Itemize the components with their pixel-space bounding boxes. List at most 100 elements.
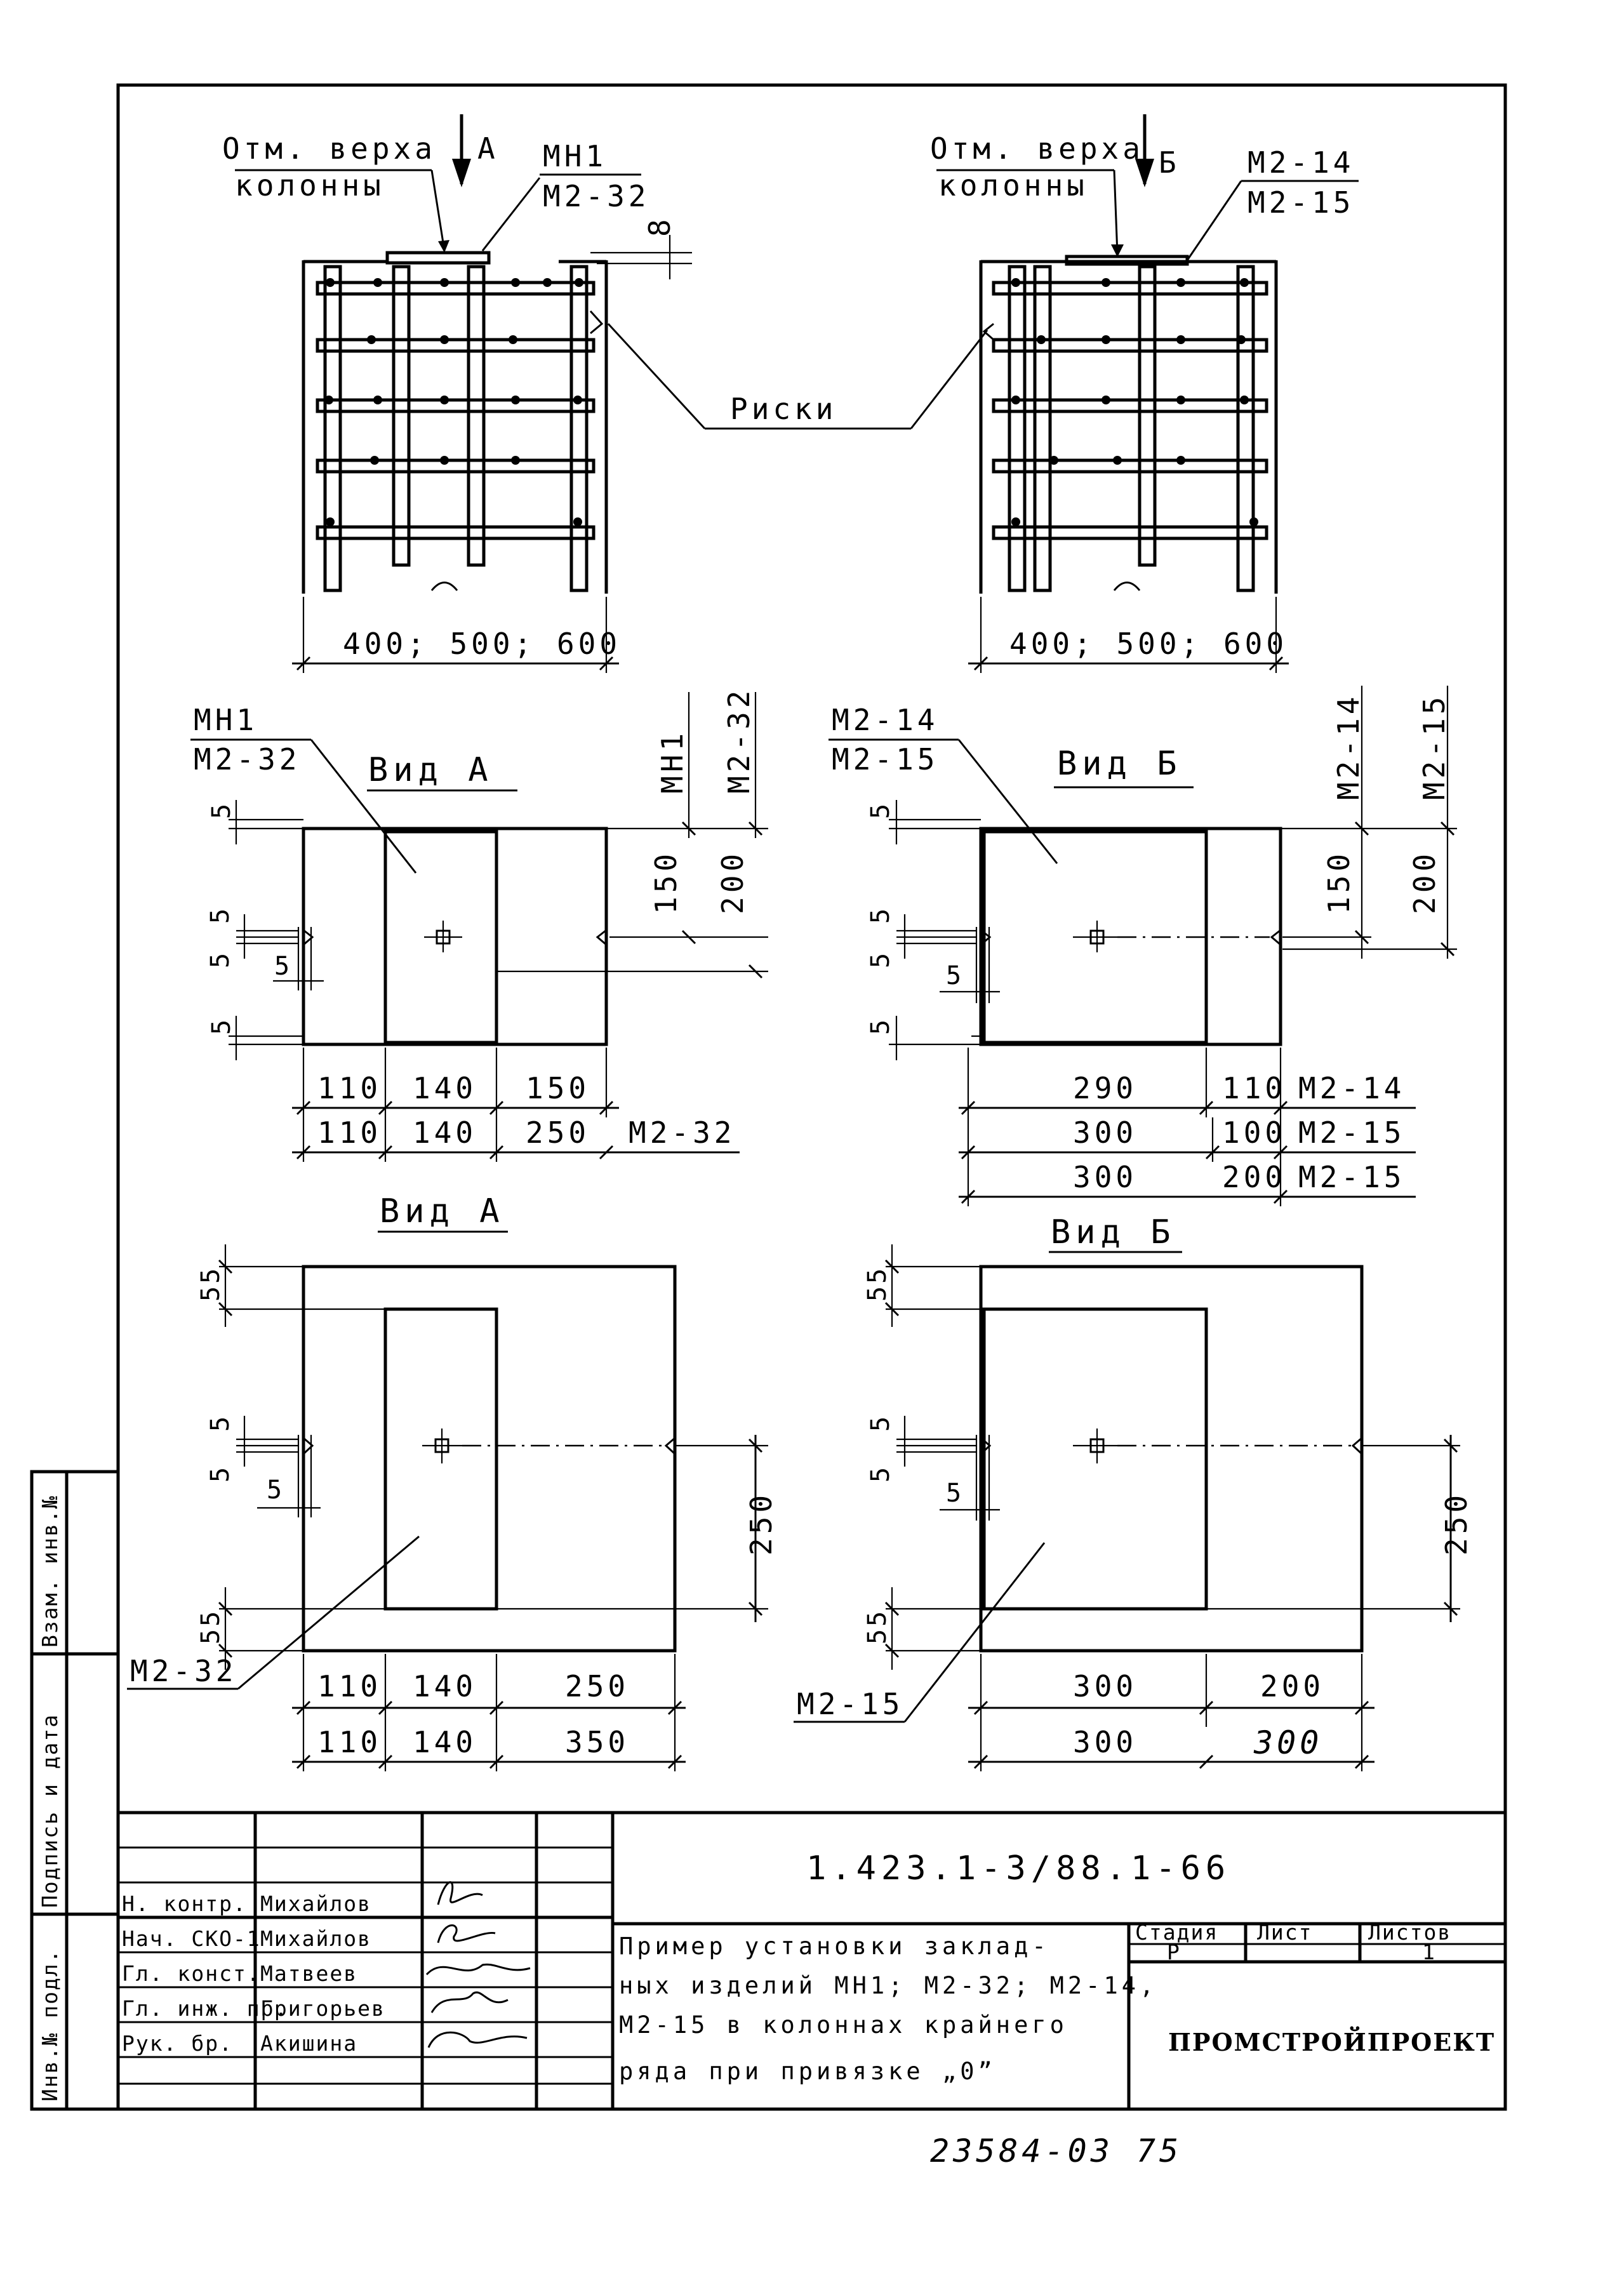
column-a-top-mark-label-2: колонны bbox=[235, 168, 385, 203]
view-b-bottom-dim-top-55: 55 bbox=[863, 1266, 892, 1302]
view-b-top-row3-1: 300 bbox=[1073, 1160, 1137, 1194]
view-b-top-small-dim-3: 5 bbox=[866, 950, 895, 968]
name-3: Матвеев bbox=[260, 1961, 357, 1986]
view-a-top-dim-200: 200 bbox=[715, 850, 750, 914]
view-a-bottom-row1-3: 250 bbox=[565, 1669, 629, 1703]
view-a-bottom-small-dim-3: 5 bbox=[267, 1475, 284, 1505]
column-a-item-1: МН1 bbox=[543, 139, 607, 173]
column-a-top-mark-label-1: Отм. верха bbox=[222, 131, 436, 166]
view-a-bottom-row2-3: 350 bbox=[565, 1725, 629, 1759]
view-b-top-item-2: М2-15 bbox=[832, 742, 938, 776]
view-a-top-col-label-1: МН1 bbox=[655, 729, 689, 794]
view-b-top-row2-1: 300 bbox=[1073, 1116, 1137, 1150]
desc-line-2: ных изделий МН1; М2-32; М2-14, bbox=[619, 1972, 1157, 1999]
view-b-bottom-row1-1: 300 bbox=[1073, 1669, 1137, 1703]
view-a-bottom-row1-1: 110 bbox=[317, 1669, 382, 1703]
side-stamp: Инв.№ подл. Подпись и дата Взам. инв.№ bbox=[30, 1470, 120, 2111]
view-b-top-small-dim-2: 5 bbox=[866, 906, 895, 924]
column-b-embedded-plate bbox=[1065, 255, 1189, 266]
header-sheets: Листов bbox=[1368, 1920, 1451, 1945]
view-b-top-small-dim-1: 5 bbox=[866, 801, 895, 819]
view-b-bottom-item: М2-15 bbox=[797, 1687, 903, 1721]
view-b-bottom-plate bbox=[982, 1307, 1208, 1611]
view-a-top-small-dim-4: 5 bbox=[274, 952, 292, 981]
view-b-bottom-row2-1: 300 bbox=[1073, 1725, 1137, 1759]
column-a-section: Отм. верха колонны А МН1 М2-32 8 bbox=[222, 114, 692, 673]
view-a-top-item-1: МН1 bbox=[194, 703, 258, 737]
view-b-top-dim-200: 200 bbox=[1408, 850, 1442, 914]
view-b-bottom-vert-dim: 250 bbox=[1439, 1491, 1474, 1555]
view-a-bottom-item: М2-32 bbox=[130, 1654, 237, 1688]
view-b-top-col-label-2: М2-15 bbox=[1417, 693, 1451, 800]
name-2: Михайлов bbox=[260, 1926, 371, 1951]
view-b-bottom-row2-2: 300 bbox=[1253, 1724, 1322, 1761]
view-b-top-dim-150: 150 bbox=[1322, 850, 1356, 914]
view-a-top-row2-2: 140 bbox=[413, 1116, 477, 1150]
view-a-top-plate bbox=[383, 830, 498, 1044]
header-sheet: Лист bbox=[1257, 1920, 1312, 1945]
view-b-bottom-row1-2: 200 bbox=[1260, 1669, 1324, 1703]
view-arrow-b-head-icon bbox=[1135, 159, 1154, 187]
view-a-top-row2-3: 250 bbox=[526, 1116, 590, 1150]
view-a-bottom-title: Вид А bbox=[380, 1192, 505, 1230]
column-b-top-mark-label-2: колонны bbox=[938, 168, 1088, 203]
view-b-bottom-title: Вид Б bbox=[1051, 1213, 1176, 1251]
view-a-bottom-row2-2: 140 bbox=[413, 1725, 477, 1759]
view-a-bottom-dim-bottom-55: 55 bbox=[196, 1609, 225, 1644]
view-a-bottom-plate bbox=[383, 1307, 498, 1611]
view-a-bottom-dim-top-55: 55 bbox=[196, 1266, 225, 1302]
view-b-bottom-small-dim-3: 5 bbox=[946, 1479, 964, 1508]
column-b-section: Отм. верха колонны Б М2-14 М2-15 bbox=[930, 114, 1359, 673]
view-a-top-row1-2: 140 bbox=[413, 1071, 477, 1105]
role-ruk-br: Рук. бр. bbox=[122, 2031, 233, 2056]
view-a-top-small-dim-2: 5 bbox=[206, 906, 235, 924]
stage-value: Р bbox=[1167, 1940, 1181, 1964]
view-b-top-small-dim-4: 5 bbox=[946, 961, 964, 990]
organization-name: ПРОМСТРОЙПРОЕКТ bbox=[1168, 2027, 1495, 2056]
view-arrow-a-head-icon bbox=[452, 159, 471, 187]
view-a-bottom-column-section bbox=[302, 1265, 677, 1653]
column-a-item-2: М2-32 bbox=[543, 179, 649, 213]
view-b-top-row1-label: М2-14 bbox=[1298, 1071, 1405, 1105]
doc-number: 1.423.1-3/88.1-66 bbox=[806, 1849, 1230, 1888]
view-a-top-small-dim-3: 5 bbox=[206, 950, 235, 968]
view-b-top-row1-2: 110 bbox=[1222, 1071, 1286, 1105]
role-n-kontr: Н. контр. bbox=[122, 1891, 247, 1916]
view-b-top-row1-1: 290 bbox=[1073, 1071, 1137, 1105]
view-a-top-small-dim-1: 5 bbox=[207, 801, 236, 819]
view-b-bottom-dim-bottom-55: 55 bbox=[863, 1609, 892, 1644]
desc-line-4: ряда при привязке „0” bbox=[619, 2058, 996, 2085]
header-stage: Стадия bbox=[1135, 1920, 1218, 1945]
view-b-top-row2-label: М2-15 bbox=[1298, 1116, 1405, 1150]
view-a-bottom-row2-1: 110 bbox=[317, 1725, 382, 1759]
view-a-top-row1-1: 110 bbox=[317, 1071, 382, 1105]
name-4: Григорьев bbox=[260, 1996, 385, 2021]
view-a-bottom-vert-dim: 250 bbox=[744, 1491, 778, 1555]
view-a-bottom-row1-2: 140 bbox=[413, 1669, 477, 1703]
role-gl-inzh: Гл. инж. пр. bbox=[122, 1996, 288, 2021]
column-b-width-dim: 400; 500; 600 bbox=[1009, 627, 1288, 661]
view-a-top-title: Вид А bbox=[368, 751, 493, 789]
desc-line-3: М2-15 в колоннах крайнего bbox=[619, 2011, 1068, 2039]
view-b-top-small-dim-5: 5 bbox=[866, 1017, 895, 1035]
view-b-top-row3-label: М2-15 bbox=[1298, 1160, 1405, 1194]
side-stamp-sign-label: Подпись и дата bbox=[37, 1714, 62, 1908]
view-b-bottom-small-dim-2: 5 bbox=[866, 1465, 895, 1482]
column-b-item-2: М2-15 bbox=[1248, 185, 1354, 220]
view-a-bottom-small-dim-1: 5 bbox=[206, 1414, 235, 1432]
column-a-embedded-plate bbox=[385, 251, 491, 265]
view-a-top-row1-3: 150 bbox=[526, 1071, 590, 1105]
view-b-bottom: Вид Б 55 5 5 5 55 250 bbox=[794, 1213, 1474, 1771]
column-a-width-dim: 400; 500; 600 bbox=[343, 627, 621, 661]
risk-callout: Риски bbox=[607, 323, 988, 430]
view-b-top: М2-14 М2-15 Вид Б М2-14 М2-15 150 200 5 bbox=[829, 686, 1457, 1206]
view-b-top-row2-2: 100 bbox=[1222, 1116, 1286, 1150]
view-b-top-col-label-1: М2-14 bbox=[1331, 693, 1366, 800]
view-b-top-item-1: М2-14 bbox=[832, 703, 938, 737]
role-gl-konst: Гл. конст. bbox=[122, 1961, 261, 1986]
arrow-head-icon bbox=[1111, 244, 1124, 257]
view-arrow-a-label: А bbox=[477, 131, 499, 166]
bottom-note: 23584-03 75 bbox=[930, 2133, 1182, 2169]
side-stamp-replace-label: Взам. инв.№ bbox=[37, 1495, 62, 1648]
